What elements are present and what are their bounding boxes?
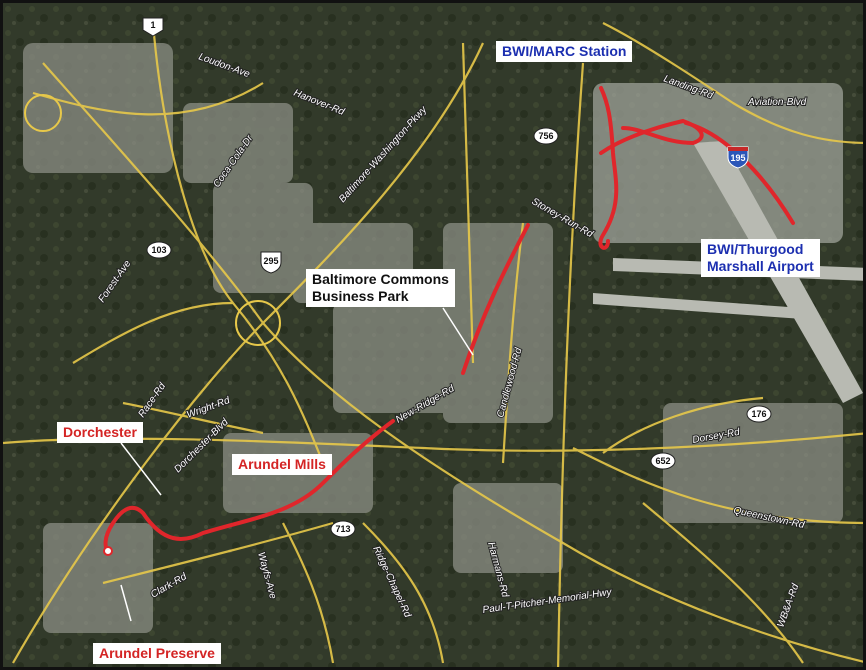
callout-dorchester: Dorchester (57, 422, 143, 443)
road-network (3, 22, 863, 667)
shield-md103-icon: 103 (146, 241, 172, 259)
route-endpoint (103, 546, 113, 556)
shield-md176-icon: 176 (746, 405, 772, 423)
callout-arundel-mills: Arundel Mills (232, 454, 332, 475)
svg-text:103: 103 (151, 245, 166, 255)
highway-cloverleaf (24, 94, 281, 346)
svg-text:1: 1 (150, 20, 155, 30)
shield-i295-icon: 295 (260, 251, 282, 274)
shield-md756-icon: 756 (533, 127, 559, 145)
callout-pointers (120, 307, 474, 622)
road-label-aviation: Aviation-Blvd (747, 97, 807, 108)
svg-text:713: 713 (335, 524, 350, 534)
callout-arundel-preserve: Arundel Preserve (93, 643, 221, 664)
callout-bwi-marc: BWI/MARC Station (496, 41, 633, 62)
callout-baltimore-commons-line2: Business Park (312, 288, 409, 304)
shield-i195-icon: 195 (727, 146, 749, 169)
svg-text:295: 295 (263, 256, 278, 266)
callout-bwi-marc-text: BWI/MARC Station (502, 43, 627, 59)
callout-bwi-airport-line1: BWI/Thurgood (707, 241, 804, 257)
callout-bwi-airport: BWI/Thurgood Marshall Airport (701, 239, 820, 277)
shield-us1-icon: 1 (142, 17, 164, 37)
svg-text:756: 756 (538, 131, 553, 141)
callout-arundel-preserve-text: Arundel Preserve (99, 645, 215, 661)
route-shields: 1 756 103 295 195 176 713 652 (142, 17, 772, 538)
svg-text:176: 176 (751, 409, 766, 419)
callout-arundel-mills-text: Arundel Mills (238, 456, 326, 472)
svg-text:195: 195 (730, 153, 745, 163)
callout-baltimore-commons: Baltimore Commons Business Park (306, 269, 455, 307)
shield-md713-icon: 713 (330, 520, 356, 538)
callout-bwi-airport-line2: Marshall Airport (707, 258, 814, 274)
callout-dorchester-text: Dorchester (63, 424, 137, 440)
satellite-map: Loudon-Ave Hanover-Rd Baltimore-Washingt… (3, 3, 863, 667)
callout-baltimore-commons-line1: Baltimore Commons (312, 271, 449, 287)
shield-md652-icon: 652 (650, 452, 676, 470)
svg-text:652: 652 (655, 456, 670, 466)
